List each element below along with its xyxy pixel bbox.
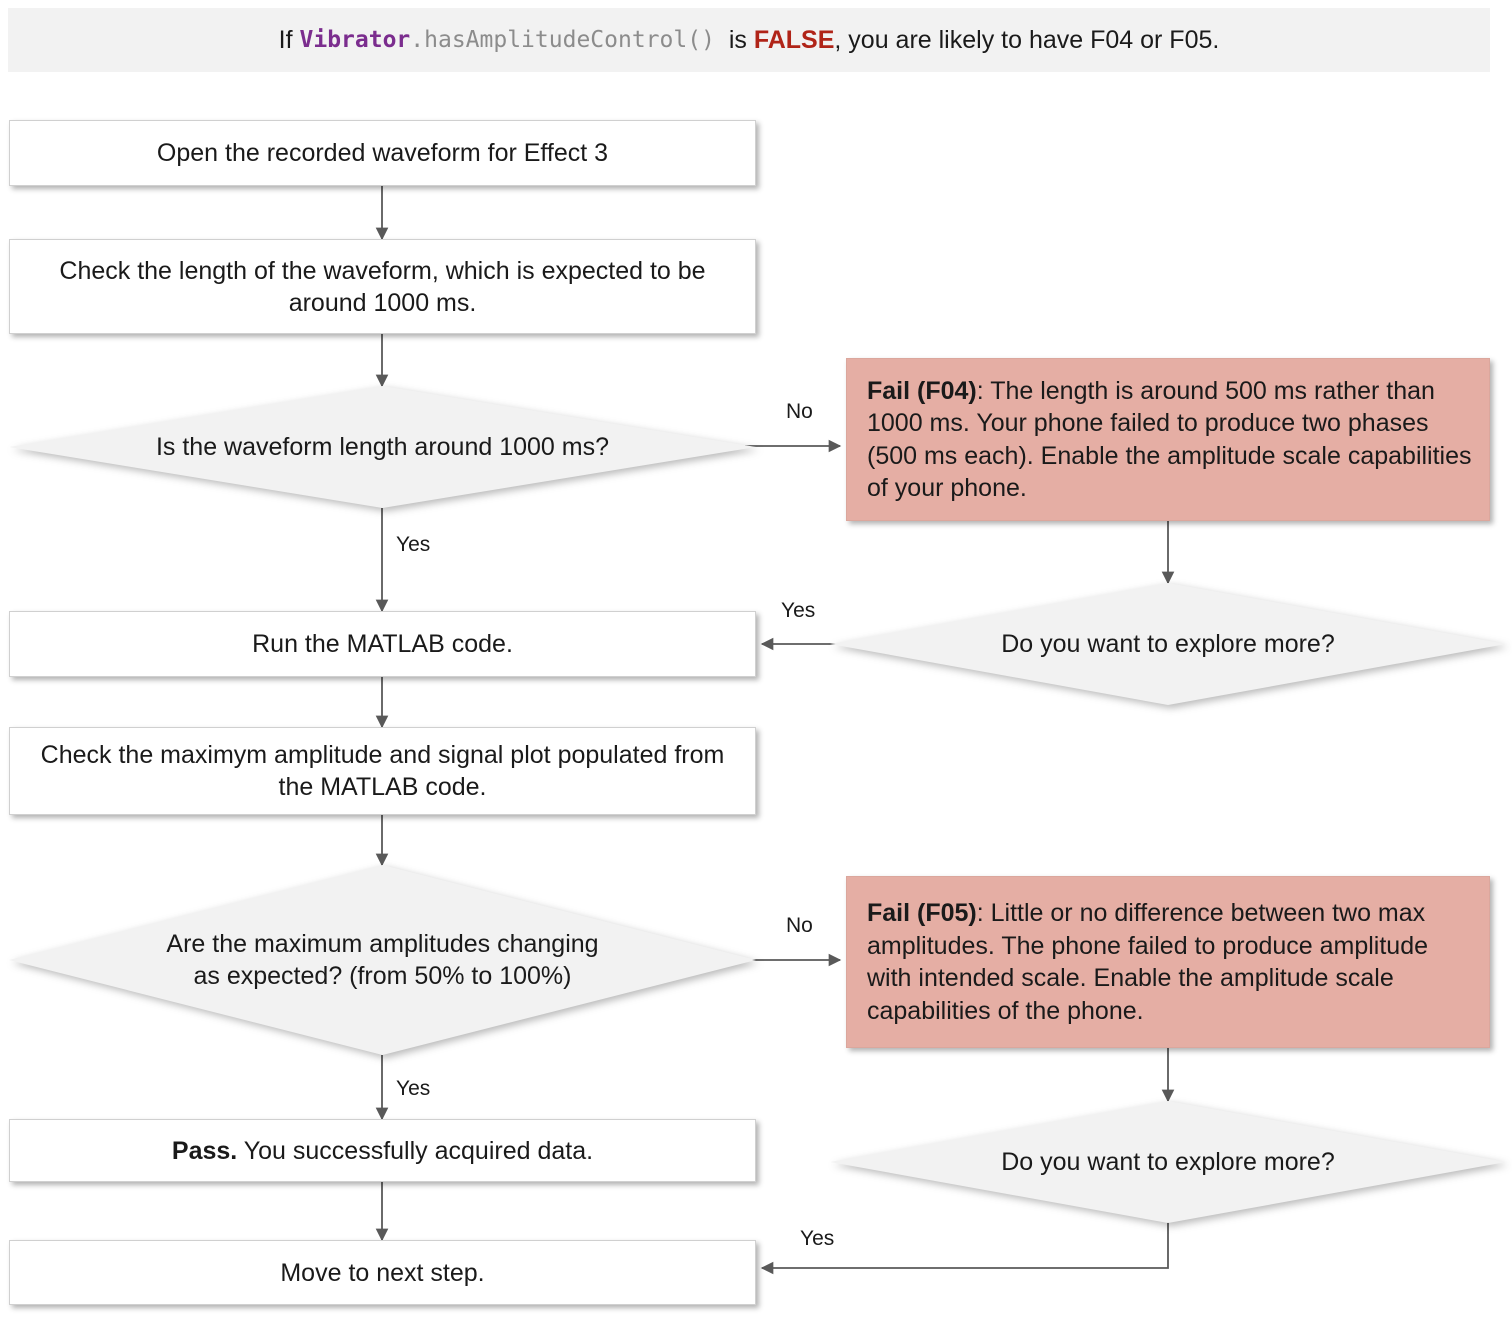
node-run-matlab[interactable]: Run the MATLAB code. [9, 611, 756, 677]
edge-label-no-1: No [786, 400, 813, 423]
node-explore-more-1[interactable]: Do you want to explore more? [830, 583, 1506, 705]
node-fail-f04[interactable]: Fail (F04): The length is around 500 ms … [846, 358, 1490, 521]
node-move-next-label: Move to next step. [280, 1258, 485, 1287]
edge-label-yes-1: Yes [396, 533, 431, 556]
node-pass-label: You successfully acquired data. [237, 1136, 594, 1165]
node-explore-more-2[interactable]: Do you want to explore more? [830, 1101, 1506, 1223]
edge-label-yes-explore-2: Yes [800, 1227, 835, 1250]
header-banner: If Vibrator.hasAmplitudeControl() is FAL… [8, 8, 1490, 72]
node-check-amplitude-label: Check the maximym amplitude and signal p… [40, 741, 725, 801]
node-decide-waveform-length[interactable]: Is the waveform length around 1000 ms? [9, 386, 756, 508]
node-fail-f04-bold: Fail (F04) [867, 376, 977, 405]
node-decide-amplitude[interactable]: Are the maximum amplitudes changing as e… [9, 865, 756, 1055]
node-decide-waveform-length-label: Is the waveform length around 1000 ms? [155, 432, 610, 461]
node-decide-amplitude-label: Are the maximum amplitudes changing as e… [166, 929, 599, 991]
node-move-next[interactable]: Move to next step. [9, 1240, 756, 1305]
node-pass-bold: Pass. [171, 1136, 238, 1165]
node-explore-more-1-label: Do you want to explore more? [1001, 629, 1335, 658]
node-fail-f05-bold: Fail (F05) [867, 899, 977, 927]
edge-label-yes-2: Yes [396, 1077, 431, 1100]
banner-code-method: .hasAmplitudeControl() [410, 27, 715, 53]
node-check-length[interactable]: Check the length of the waveform, which … [9, 239, 756, 334]
node-run-matlab-label: Run the MATLAB code. [252, 630, 513, 658]
edge-label-no-2: No [786, 914, 813, 937]
node-check-amplitude[interactable]: Check the maximym amplitude and signal p… [9, 727, 756, 815]
banner-suffix: , you are likely to have F04 or F05. [834, 25, 1220, 54]
node-fail-f05-label: : Little or no difference between two ma… [867, 899, 1429, 1025]
node-explore-more-2-label: Do you want to explore more? [1001, 1147, 1335, 1176]
banner-prefix: If [278, 25, 300, 54]
edge-label-yes-explore-1: Yes [781, 599, 816, 622]
node-pass[interactable]: Pass. You successfully acquired data. [9, 1119, 756, 1182]
banner-code-class: Vibrator [299, 27, 411, 53]
node-fail-f05[interactable]: Fail (F05): Little or no difference betw… [846, 876, 1490, 1048]
banner-middle: is [714, 25, 754, 54]
node-open-waveform[interactable]: Open the recorded waveform for Effect 3 [9, 120, 756, 186]
node-open-waveform-label: Open the recorded waveform for Effect 3 [156, 139, 609, 167]
node-fail-f04-label: : The length is around 500 ms rather tha… [867, 376, 1472, 503]
node-check-length-label: Check the length of the waveform, which … [59, 256, 706, 317]
banner-keyword-false: FALSE [753, 25, 835, 54]
